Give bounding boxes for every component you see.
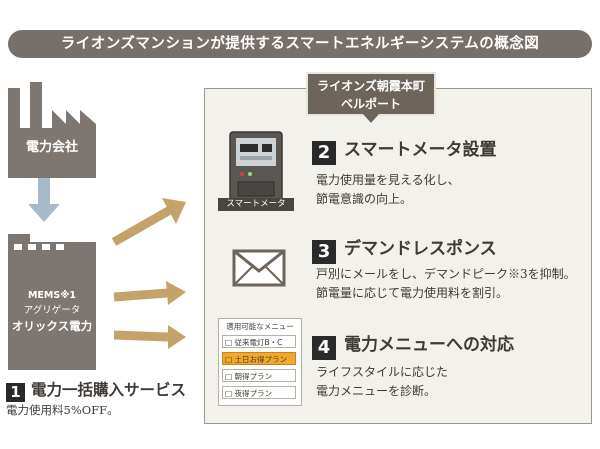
step-4-line-1: ライフスタイルに応じた — [316, 365, 449, 379]
arrow-to-step-3 — [113, 281, 186, 305]
menu-card: 適用可能なメニュー □ 従来電灯B・C □ 土日お得プラン □ 朝得プラン □ … — [218, 318, 302, 406]
step-2-heading: 2 スマートメータ設置 — [312, 135, 497, 165]
down-arrow-icon — [28, 178, 60, 222]
step-number-badge: 4 — [312, 336, 336, 360]
step-2-description: 電力使用量を見える化し、 節電意識の向上。 — [316, 171, 460, 209]
aggregator-building-icon — [8, 234, 96, 370]
step-4-heading: 4 電力メニューへの対応 — [312, 330, 514, 360]
building-name-line-2: ベルポート — [340, 97, 401, 111]
smart-meter-label: スマートメータ — [218, 198, 294, 211]
step-3-heading: 3 デマンドレスポンス — [312, 234, 497, 264]
step-3-line-2: 節電量に応じて電力使用料を割引。 — [316, 286, 509, 300]
service-title: 電力一括購入サービス — [31, 380, 187, 399]
step-4-line-2: 電力メニューを診断。 — [316, 384, 437, 398]
step-number-badge: 3 — [312, 240, 336, 264]
menu-item: □ 従来電灯B・C — [222, 335, 296, 348]
menu-item: □ 夜得プラン — [222, 386, 296, 399]
step-2-title: スマートメータ設置 — [344, 140, 497, 160]
menu-item: □ 朝得プラン — [222, 369, 296, 382]
arrow-to-step-4 — [113, 325, 186, 349]
tag-pointer — [363, 114, 379, 123]
aggregator-mems-label: MEMS※1 — [27, 290, 77, 301]
aggregator-type-label: アグリゲータ — [23, 305, 81, 316]
step-3-title: デマンドレスポンス — [344, 239, 497, 259]
step-2-line-2: 節電意識の向上。 — [316, 192, 413, 206]
factory-icon — [8, 82, 96, 178]
step-number-badge: 1 — [6, 383, 25, 402]
step-number-badge: 2 — [312, 141, 336, 165]
step-4-title: 電力メニューへの対応 — [344, 335, 514, 355]
envelope-icon — [232, 249, 286, 287]
step-2-line-1: 電力使用量を見える化し、 — [316, 173, 460, 187]
service-note: 電力使用料5%OFF。 — [6, 403, 119, 417]
building-name-line-1: ライオンズ朝霞本町 — [317, 79, 425, 93]
menu-card-title: 適用可能なメニュー — [226, 322, 294, 331]
smart-meter-icon — [229, 131, 283, 201]
aggregator-name-label: オリックス電力 — [11, 319, 93, 333]
step-4-description: ライフスタイルに応じた 電力メニューを診断。 — [316, 363, 448, 401]
arrow-to-step-2 — [111, 198, 186, 246]
menu-item-highlighted: □ 土日お得プラン — [222, 352, 296, 365]
power-company-label: 電力会社 — [25, 140, 78, 155]
step-3-line-1: 戸別にメールをし、デマンドピーク※3を抑制。 — [316, 267, 576, 281]
service-heading: 1 電力一括購入サービス — [6, 378, 186, 402]
step-3-description: 戸別にメールをし、デマンドピーク※3を抑制。 節電量に応じて電力使用料を割引。 — [316, 265, 576, 303]
diagram-title: ライオンズマンションが提供するスマートエネルギーシステムの概念図 — [8, 30, 592, 58]
building-name-tag: ライオンズ朝霞本町 ベルポート — [306, 72, 436, 116]
